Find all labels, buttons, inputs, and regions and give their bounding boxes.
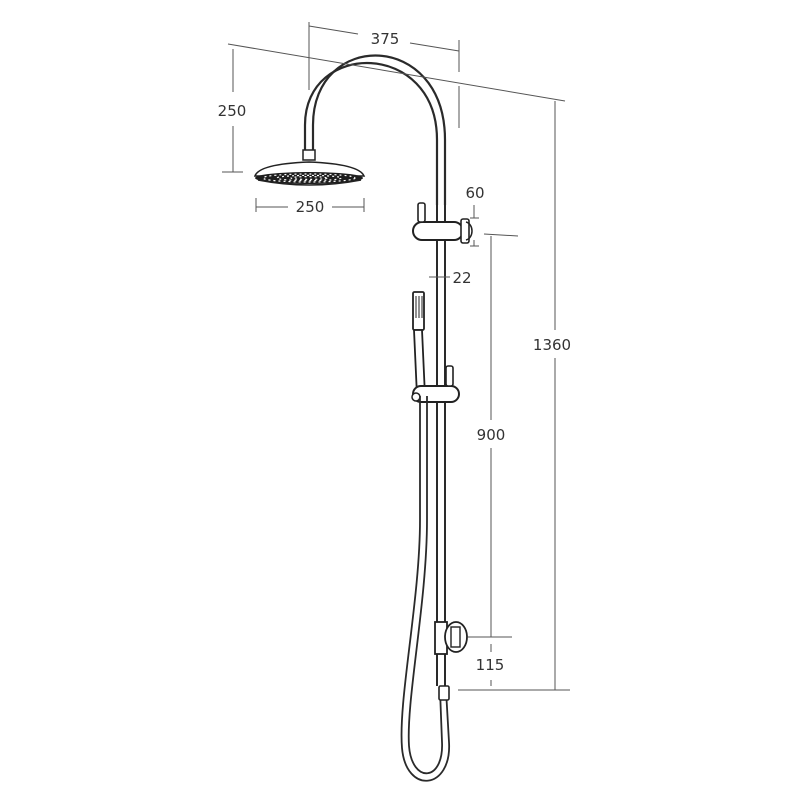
dimension-rail-diameter: 22	[429, 269, 472, 287]
flexible-hose	[400, 396, 450, 782]
dimension-head-diameter: 250	[255, 198, 365, 216]
bracket-spacing-label: 900	[477, 426, 506, 444]
dimension-bottom-offset: 115	[476, 644, 505, 686]
sliding-holder	[411, 365, 460, 403]
dimension-overall-height: 1360	[458, 101, 571, 691]
gooseneck-arm	[303, 54, 447, 205]
head-diameter-label: 250	[296, 198, 325, 216]
bracket-depth-label: 60	[465, 184, 484, 202]
top-wall-bracket	[412, 202, 473, 244]
riser-rail	[436, 205, 446, 686]
dimension-bracket-depth: 60	[465, 184, 485, 247]
dimension-arm-reach: 375	[308, 22, 460, 128]
hand-shower	[412, 291, 426, 397]
rail-diameter-label: 22	[452, 269, 471, 287]
overall-height-label: 1360	[533, 336, 571, 354]
arm-height-label: 250	[218, 102, 247, 120]
bottom-offset-label: 115	[476, 656, 505, 674]
dimension-bracket-spacing: 900	[468, 233, 519, 638]
rain-shower-head	[253, 149, 366, 186]
arm-reach-label: 375	[371, 30, 400, 48]
dimension-arm-height: 250	[218, 43, 566, 173]
bottom-wall-bracket	[434, 621, 468, 701]
